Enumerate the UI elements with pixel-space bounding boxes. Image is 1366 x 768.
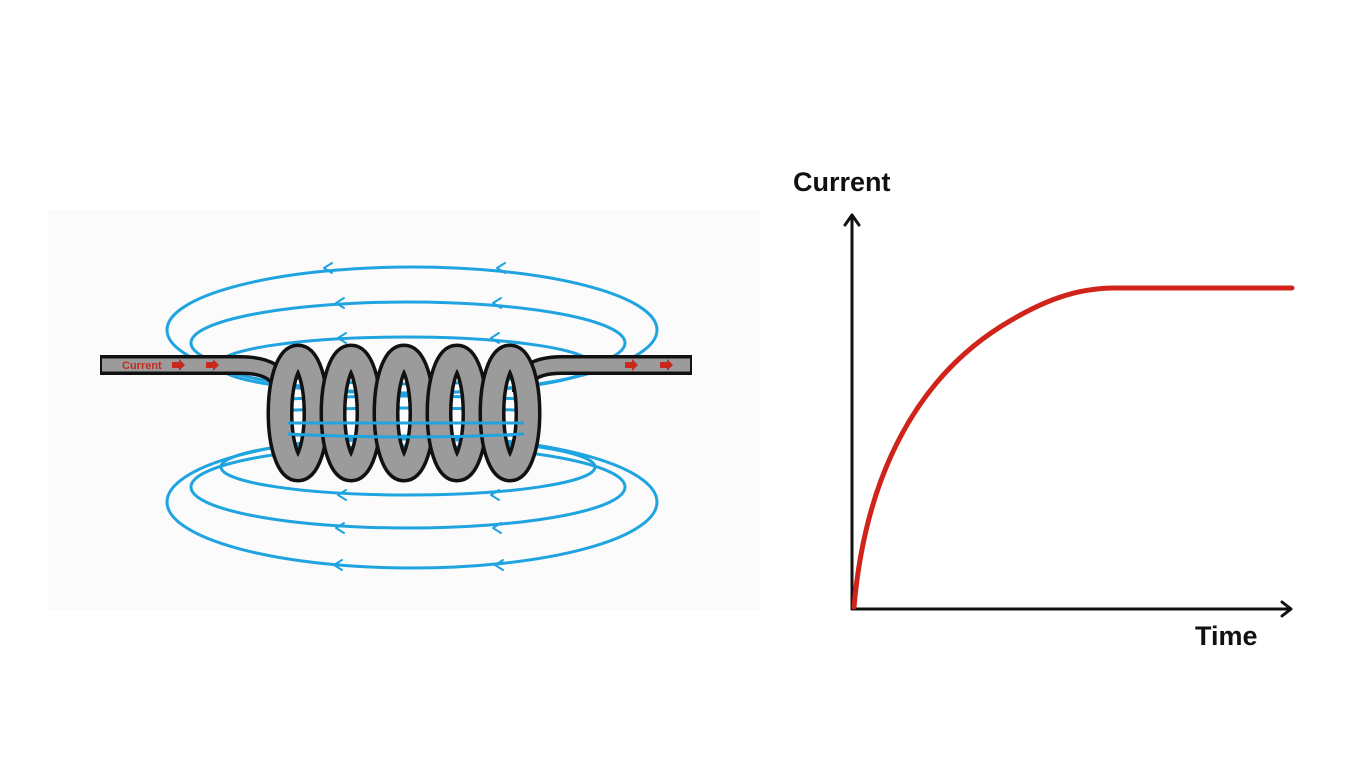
- coil-loop-fill: [376, 347, 432, 479]
- field-arrow-icon: [496, 262, 506, 274]
- coil-loop-fill: [270, 347, 326, 479]
- current-arrow-icon: [172, 359, 185, 371]
- y-axis-label: Current: [793, 167, 891, 197]
- field-arrow-icon: [337, 332, 347, 344]
- field-arrow-icon: [494, 559, 504, 571]
- y-axis-arrow-icon: [843, 213, 861, 227]
- current-time-graph: Current Time: [793, 167, 1295, 651]
- x-axis-label: Time: [1195, 621, 1258, 651]
- x-axis-arrow-icon: [1280, 600, 1293, 618]
- solenoid-diagram: Current: [48, 210, 760, 610]
- field-arrow-icon: [490, 489, 500, 501]
- current-arrow-icon: [660, 359, 673, 371]
- current-curve: [851, 285, 1295, 610]
- coil: [266, 343, 542, 483]
- field-arrow-icon: [333, 559, 343, 571]
- magnetic-field-lines-front: [287, 421, 525, 439]
- coil-loop-fill: [482, 347, 538, 479]
- field-arrow-icon: [492, 297, 502, 309]
- field-arrow-icon: [492, 522, 502, 534]
- field-arrow-icon: [323, 262, 333, 274]
- field-arrow-icon: [490, 332, 500, 344]
- field-arrow-icon: [335, 522, 345, 534]
- field-arrow-icon: [335, 297, 345, 309]
- field-line-core-front: [287, 432, 525, 439]
- coil-loop-fill: [429, 347, 485, 479]
- current-indicator: Current: [122, 359, 673, 372]
- coil-loop-fill: [323, 347, 379, 479]
- field-arrow-icon: [337, 489, 347, 501]
- current-arrow-icon: [206, 359, 219, 371]
- current-arrow-icon: [625, 359, 638, 371]
- wire-current-label: Current: [122, 360, 162, 372]
- diagram-background: [48, 210, 760, 610]
